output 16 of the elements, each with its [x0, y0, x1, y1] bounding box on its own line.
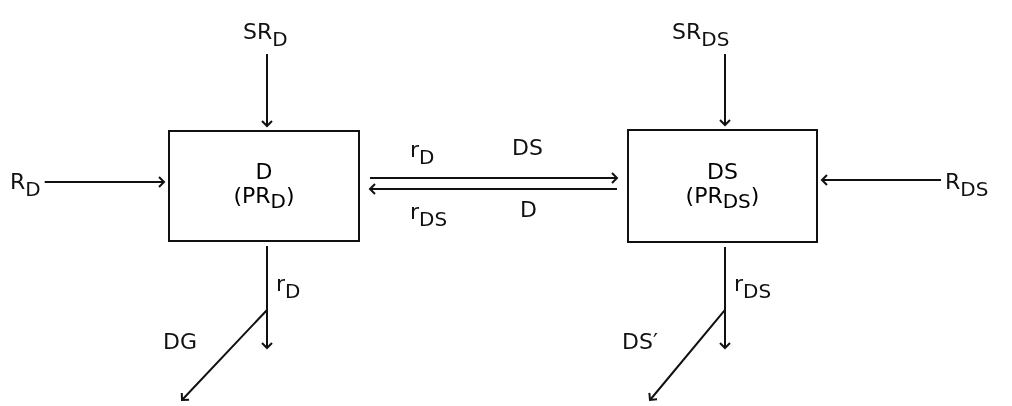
edge-label: DG: [163, 330, 197, 355]
arrow: [261, 53, 273, 127]
arrow: [648, 246, 726, 401]
compartment-box: [627, 129, 818, 243]
compartment-label: DS: [707, 159, 738, 184]
flow-label: D: [520, 198, 537, 223]
arrow: [43, 176, 165, 188]
arrow: [180, 245, 268, 401]
arrow: [369, 183, 618, 195]
arrow: [369, 172, 618, 184]
compartment-label: D: [255, 159, 273, 184]
arrow: [719, 53, 731, 126]
arrow: [821, 174, 942, 186]
flow-label: DS: [512, 136, 543, 161]
compartment-box: [168, 130, 360, 242]
edge-label: DS′: [622, 330, 658, 355]
